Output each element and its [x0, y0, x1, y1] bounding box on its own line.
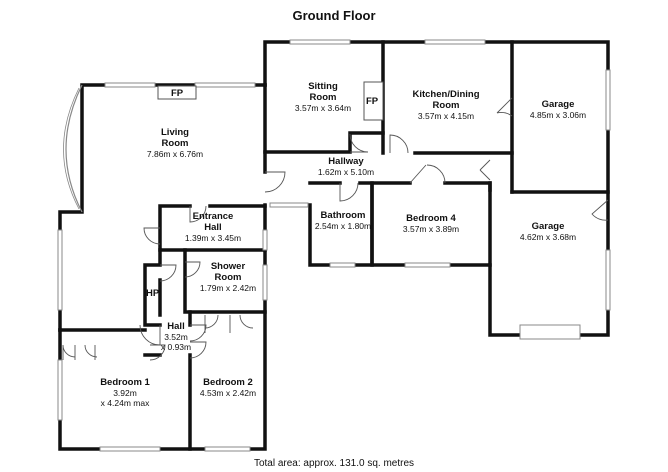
room-dims: 7.86m x 6.76m [146, 148, 204, 159]
wardrobe-doors [62, 344, 76, 360]
window [269, 202, 309, 208]
total-area: Total area: approx. 131.0 sq. metres [253, 458, 415, 469]
door-swing [159, 264, 177, 282]
room-name: Bedroom 1 [100, 377, 150, 388]
window [424, 39, 486, 45]
door-swing [349, 133, 369, 153]
door-swing [189, 324, 207, 342]
room-name: Room [161, 137, 189, 149]
window [194, 82, 256, 88]
fireplaces [157, 81, 384, 121]
doors [62, 97, 609, 361]
room-name: Entrance [192, 211, 234, 222]
room-dims: 3.57m x 3.89m [402, 223, 460, 234]
room-bedroom1: Bedroom 1 3.92m x 4.24m max [100, 377, 150, 408]
room-dims: 3.57m x 3.64m [294, 102, 352, 113]
room-name: Kitchen/Dining [412, 89, 480, 100]
heat-pump-label: HP [146, 288, 160, 299]
wardrobe-doors [84, 344, 98, 360]
door-swing [139, 324, 161, 346]
door-swing [149, 344, 166, 361]
door-swing [389, 134, 409, 154]
room-dims: 4.85m x 3.06m [529, 109, 587, 120]
door-swing [189, 205, 207, 223]
door-swing [143, 227, 161, 245]
room-bedroom4: Bedroom 4 3.57m x 3.89m [402, 213, 460, 235]
room-dims: 1.79m x 2.42m [199, 282, 257, 293]
room-name: Hall [204, 221, 222, 233]
window [57, 359, 63, 421]
fireplace-label-living: FP [171, 88, 184, 99]
garage-door [519, 324, 581, 340]
room-name: Room [309, 91, 337, 103]
room-shower: Shower Room 1.79m x 2.42m [199, 261, 257, 294]
room-dims: 3.52m [164, 331, 188, 342]
room-dims: 4.53m x 2.42m [199, 387, 257, 398]
hp-cupboard-walls [143, 248, 162, 327]
room-living: Living Room 7.86m x 6.76m [146, 127, 204, 160]
room-dims: x 4.24m max [100, 397, 150, 408]
room-name: Living [161, 127, 189, 138]
floor-title: Ground Floor [292, 8, 376, 23]
door-swing [264, 171, 286, 193]
bathroom-walls [308, 181, 374, 267]
room-name: Bedroom 2 [203, 377, 253, 388]
room-dims: 4.62m x 3.68m [519, 231, 577, 242]
wardrobe-doors [204, 314, 219, 333]
fireplace-sitting [363, 81, 384, 121]
door-swing [409, 164, 446, 184]
window [605, 69, 611, 131]
room-bathroom: Bathroom 2.54m x 1.80m [314, 210, 372, 232]
fireplace-label-sitting: FP [366, 96, 379, 107]
sitting-south-wall [263, 83, 385, 155]
window [204, 446, 251, 452]
room-name: Hall [167, 321, 185, 332]
door-swing [189, 341, 207, 359]
room-name: Room [432, 99, 460, 111]
room-sitting: Sitting Room 3.57m x 3.64m [294, 81, 352, 114]
room-dims: 1.62m x 5.10m [317, 166, 375, 177]
room-name: Bathroom [320, 210, 366, 221]
room-name: Garage [531, 221, 565, 232]
windows [57, 39, 611, 452]
room-hallway: Hallway 1.62m x 5.10m [317, 156, 375, 178]
room-hall: Hall 3.52m x 0.93m [160, 321, 192, 352]
living-room-walls [263, 40, 610, 337]
room-name: Garage [541, 99, 575, 110]
room-name: Sitting [308, 81, 338, 92]
window [329, 262, 356, 268]
window [605, 249, 611, 311]
window [104, 82, 156, 88]
room-name: Bedroom 4 [406, 213, 456, 224]
door-swing [184, 261, 201, 278]
wardrobe-doors [229, 314, 254, 333]
window [57, 229, 63, 311]
door-swing [339, 182, 359, 202]
room-kitchen: Kitchen/Dining Room 3.57m x 4.15m [412, 89, 480, 122]
door-swing [496, 97, 513, 117]
window [262, 264, 268, 301]
room-entrance-hall: Entrance Hall 1.39m x 3.45m [184, 211, 242, 244]
room-dims: x 0.93m [160, 341, 192, 352]
room-name: Room [214, 271, 242, 283]
room-garage-bottom: Garage 4.62m x 3.68m [519, 221, 577, 243]
window [289, 39, 351, 45]
bay-window-arc [65, 84, 83, 213]
door-swing [591, 199, 609, 221]
room-dims: 3.57m x 4.15m [417, 110, 475, 121]
window [404, 262, 451, 268]
room-dims: 3.92m [113, 387, 137, 398]
room-bedroom2: Bedroom 2 4.53m x 2.42m [199, 377, 257, 399]
room-name: Shower [210, 261, 246, 272]
room-garage-top: Garage 4.85m x 3.06m [529, 99, 587, 121]
room-dims: 2.54m x 1.80m [314, 220, 372, 231]
bay-window-arc-inner [63, 87, 80, 210]
room-dims: 1.39m x 3.45m [184, 232, 242, 243]
door-swing [479, 159, 491, 181]
window [99, 446, 161, 452]
fireplace-living [157, 85, 197, 100]
room-name: Hallway [328, 156, 364, 167]
window [262, 229, 268, 251]
